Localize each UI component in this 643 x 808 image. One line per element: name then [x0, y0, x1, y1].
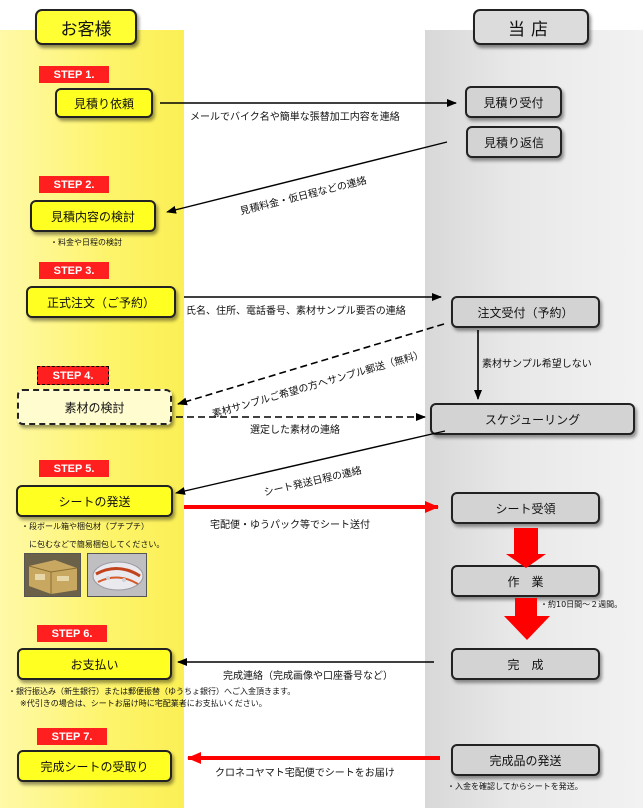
complete-box: 完 成: [451, 648, 600, 680]
step-6-badge: STEP 6.: [37, 625, 107, 642]
label-deliver-sheet: クロネコヤマト宅配便でシートをお届け: [215, 768, 395, 779]
step-7-badge: STEP 7.: [37, 728, 107, 745]
scheduling-box: スケジューリング: [430, 403, 635, 435]
work-box: 作 業: [451, 565, 600, 597]
label-email-contact: メールでバイク名や簡単な張替加工内容を連絡: [190, 112, 400, 123]
estimate-received-box: 見積り受付: [465, 86, 562, 118]
label-selected-material: 選定した素材の連絡: [250, 425, 340, 436]
big-red-arrow-received-to-work: [506, 528, 546, 568]
label-sheet-send: 宅配便・ゆうパック等でシート送付: [210, 520, 370, 531]
estimate-reply-box: 見積り返信: [466, 126, 562, 158]
ship-finished-box: 完成品の発送: [451, 744, 600, 776]
step-1-badge: STEP 1.: [39, 66, 109, 83]
material-review-box: 素材の検討: [17, 389, 172, 425]
note-duration: ・約10日間～２週間。: [540, 600, 623, 609]
note-ship-after-payment: ・入金を確認してからシートを発送。: [447, 782, 583, 791]
sheet-received-box: シート受領: [451, 492, 600, 524]
arrow-estimate-reply: [166, 141, 448, 214]
step-5-badge: STEP 5.: [39, 460, 109, 477]
bubble-wrap-photo: [87, 553, 147, 597]
note-packing-2: に包むなどで簡易梱包してください。: [29, 540, 165, 549]
arrow-ship-schedule: [175, 430, 446, 495]
formal-order-box: 正式注文（ご予約）: [26, 286, 176, 318]
label-order-info: 氏名、住所、電話番号、素材サンプル要否の連絡: [186, 306, 406, 317]
estimate-review-box: 見積内容の検討: [30, 200, 156, 232]
payment-box: お支払い: [17, 648, 172, 680]
estimate-request-box: 見積り依頼: [55, 88, 153, 118]
step-3-badge: STEP 3.: [39, 262, 109, 279]
arrow-sample-mail: [177, 323, 445, 406]
packed-box-photo: [24, 553, 81, 597]
step-2-badge: STEP 2.: [39, 176, 109, 193]
label-complete-notice: 完成連絡（完成画像や口座番号など）: [223, 671, 393, 682]
note-payment-cod: ※代引きの場合は、シートお届け時に宅配業者にお支払いください。: [20, 699, 267, 708]
order-received-box: 注文受付（予約）: [451, 296, 600, 328]
customer-header: お客様: [35, 9, 137, 45]
sheet-shipping-box: シートの発送: [16, 485, 173, 517]
label-no-sample: 素材サンプル希望しない: [482, 359, 592, 370]
note-review: ・料金や日程の検討: [50, 238, 122, 247]
receive-sheet-box: 完成シートの受取り: [17, 750, 172, 782]
step-4-badge: STEP 4.: [37, 366, 109, 385]
note-payment-bank: ・銀行振込み（新生銀行）または郵便振替（ゆうちょ銀行）へご入金頂きます。: [8, 687, 296, 696]
note-packing-1: ・段ボール箱や梱包材（プチプチ）: [21, 522, 149, 531]
shop-header: 当店: [473, 9, 589, 45]
big-red-arrow-work-to-complete: [504, 598, 550, 640]
